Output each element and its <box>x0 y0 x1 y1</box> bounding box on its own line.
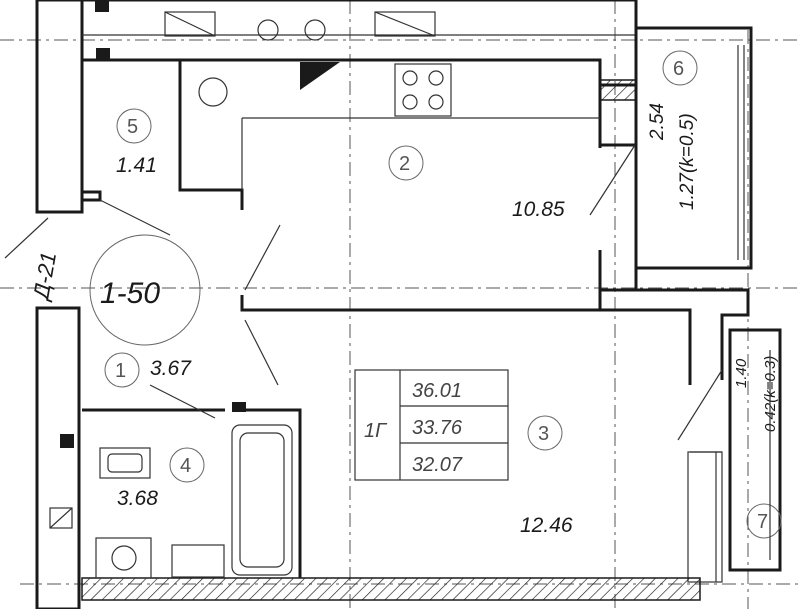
room-6-coef-area: 1.27(k=0.5) <box>677 113 698 210</box>
apartment-number-circle <box>89 234 201 346</box>
room-3-number: 3 <box>538 423 549 445</box>
door-swings <box>99 144 723 441</box>
kitchen-fixtures <box>95 0 452 117</box>
walls <box>35 0 782 609</box>
room-6-number: 6 <box>673 58 684 80</box>
room-5-area: 1.41 <box>116 154 157 177</box>
room-6-area: 2.54 <box>647 103 668 141</box>
area-summary-table: 1Г 36.01 33.76 32.07 <box>354 369 509 481</box>
apartment-type: 1Г <box>364 420 388 442</box>
room-3-area: 12.46 <box>520 514 573 537</box>
living-area: 32.07 <box>412 454 463 476</box>
room-markers: 5 2 1 4 3 6 7 <box>104 50 782 539</box>
room-areas: 1.41 10.85 3.67 3.68 12.46 2.54 1.27(k=0… <box>116 103 779 537</box>
section-mark: Д-21 <box>28 250 61 304</box>
exterior-wall-bottom <box>81 577 701 601</box>
room-1-number: 1 <box>115 360 126 382</box>
bathroom-fixtures <box>49 402 293 579</box>
apartment-number: 1-50 <box>100 277 160 310</box>
room-4-area: 3.68 <box>117 487 158 510</box>
room-2-area: 10.85 <box>512 198 565 221</box>
area-without-balcony: 33.76 <box>412 417 463 439</box>
room-5-number: 5 <box>127 116 138 138</box>
room-7-number: 7 <box>757 511 768 533</box>
room-2-number: 2 <box>399 153 410 175</box>
total-area: 36.01 <box>412 380 462 402</box>
room-1-area: 3.67 <box>150 357 192 380</box>
room-7-area: 1.40 <box>733 358 750 388</box>
chimney-block <box>599 79 637 101</box>
balcony-windows <box>737 45 771 560</box>
room-4-number: 4 <box>180 455 191 477</box>
